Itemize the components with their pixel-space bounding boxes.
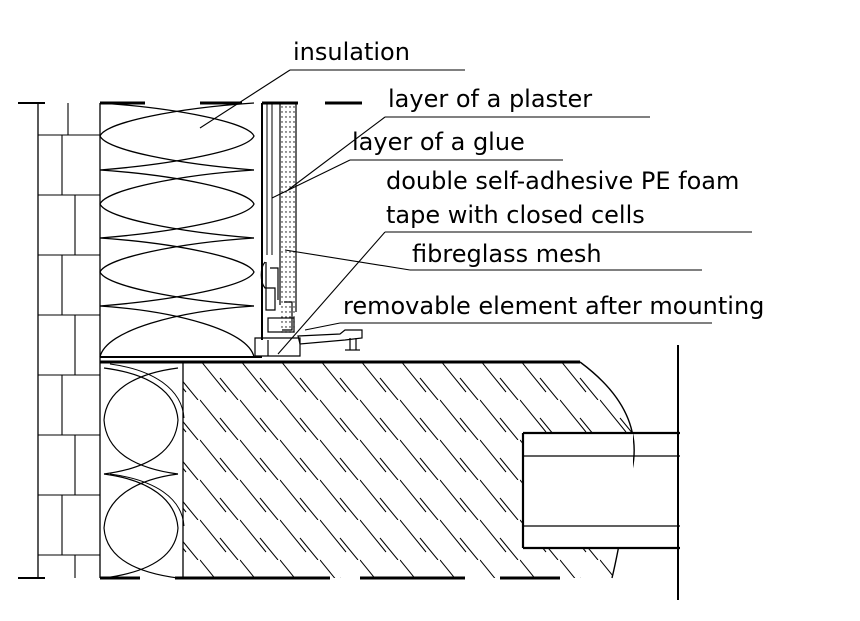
label-foam-tape-line1: double self-adhesive PE foam — [386, 167, 739, 195]
lower-insulation — [103, 363, 185, 579]
render-layers — [261, 103, 297, 340]
brick-wall — [18, 102, 101, 579]
label-plaster: layer of a plaster — [388, 85, 592, 113]
starter-profile — [254, 261, 301, 357]
label-insulation: insulation — [293, 38, 410, 66]
label-glue: layer of a glue — [352, 128, 525, 156]
removable-element-shape — [297, 329, 363, 351]
label-foam-tape-line2: tape with closed cells — [386, 201, 645, 229]
upper-insulation — [99, 101, 362, 358]
label-removable-element: removable element after mounting — [343, 292, 764, 320]
label-fibreglass-mesh: fibreglass mesh — [412, 240, 602, 268]
leader-lines — [199, 69, 752, 355]
window-frame — [521, 345, 680, 600]
